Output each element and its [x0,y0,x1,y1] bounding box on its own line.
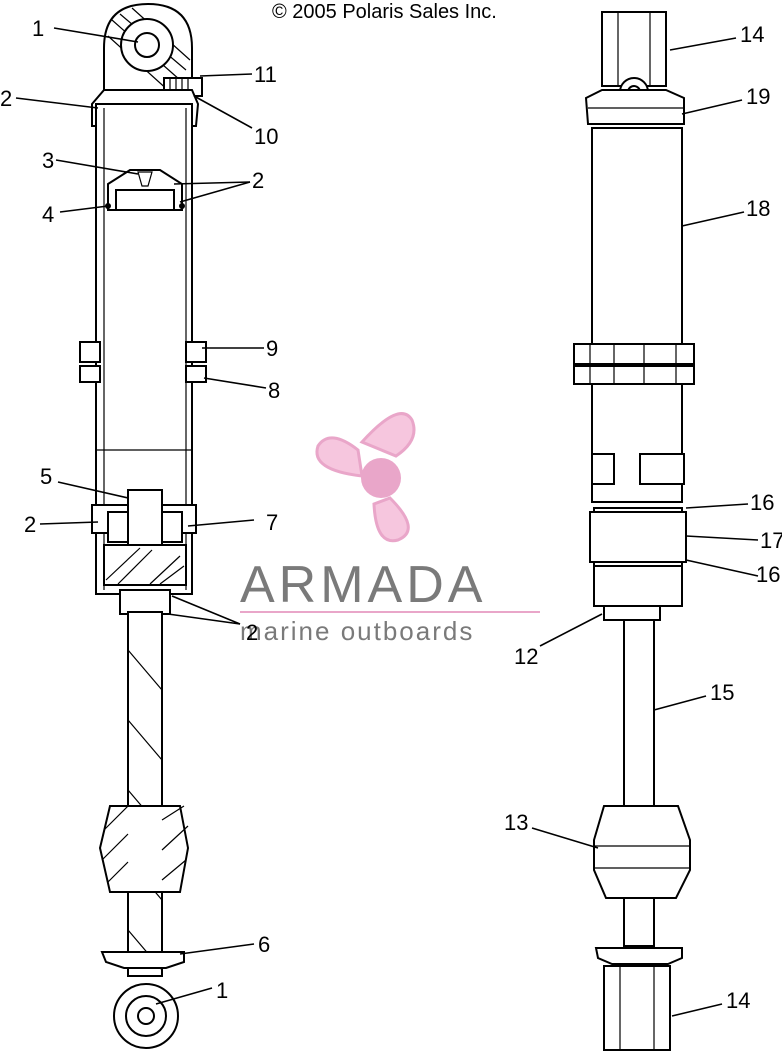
leader-lines [15,27,759,1017]
callout-8: 8 [268,378,280,403]
callout-17: 17 [760,528,782,553]
clip-ring-left-bottom [79,365,101,383]
piston-nut [127,489,163,551]
callout-4: 4 [42,202,54,227]
piston-shaft [127,611,163,977]
right-shock-exterior [573,11,695,1051]
callout-19: 19 [746,84,770,109]
outer-body [591,127,683,503]
callout-2-seal: 2 [246,620,258,645]
callout-12: 12 [514,644,538,669]
callout-15: 15 [710,680,734,705]
bumper-seal [119,589,171,615]
callout-14-bottom: 14 [726,988,750,1013]
left-shock-cutaway [79,2,207,1049]
adjuster-ring-top [573,343,695,365]
callout-1-bottom: 1 [216,978,228,1003]
armada-watermark: ARMADA marine outboards [240,412,540,646]
bumper-cap [603,605,661,621]
propeller-blade-bottom [372,496,410,543]
top-eye-bore [134,32,160,58]
callout-11: 11 [254,62,277,87]
adjuster-ring-bottom [573,365,695,385]
piston-core [115,189,175,211]
callout-10: 10 [254,124,278,149]
shaft [623,619,655,807]
callout-13: 13 [504,810,528,835]
callout-labels: 1 2 3 2 4 11 10 9 8 5 2 7 2 6 1 14 19 18… [0,16,782,1013]
callout-14-top: 14 [740,22,764,47]
callout-9: 9 [266,336,278,361]
bumper [593,805,691,899]
seal-head [593,565,683,607]
bottom-spring-seat [100,951,185,969]
clip-ring-right-top [185,341,207,363]
bearing-band [589,511,687,563]
copyright-text: © 2005 Polaris Sales Inc. [272,1,497,23]
callout-18: 18 [746,196,770,221]
callout-1-top: 1 [32,16,44,41]
callout-2-piston: 2 [252,168,264,193]
callout-3: 3 [42,148,54,173]
callout-2-lower: 2 [24,512,36,537]
valve-core [137,171,153,187]
bottom-washer [594,947,683,965]
label-decal-left [591,453,615,485]
propeller-blade-left [315,436,364,478]
top-cap [584,89,685,125]
callout-5: 5 [40,464,52,489]
callout-16-upper: 16 [750,490,774,515]
label-decal [639,453,685,485]
top-clevis [601,11,667,87]
bottom-eye-bore [137,1007,155,1025]
clip-ring-right-bottom [185,365,207,383]
callout-16-lower: 16 [756,562,780,587]
watermark-brand: ARMADA [240,556,486,614]
callout-7: 7 [266,510,278,535]
propeller-blade-top [359,412,416,458]
jounce-bumper [98,805,190,893]
bottom-clevis [603,965,671,1051]
callout-2-cap: 2 [0,86,12,111]
clip-ring-left-top [79,341,101,363]
watermark-tagline: marine outboards [240,616,474,646]
lower-shaft [623,897,655,947]
callout-6: 6 [258,932,270,957]
propeller-hub [361,458,401,498]
shaft-seal-head [103,544,187,586]
